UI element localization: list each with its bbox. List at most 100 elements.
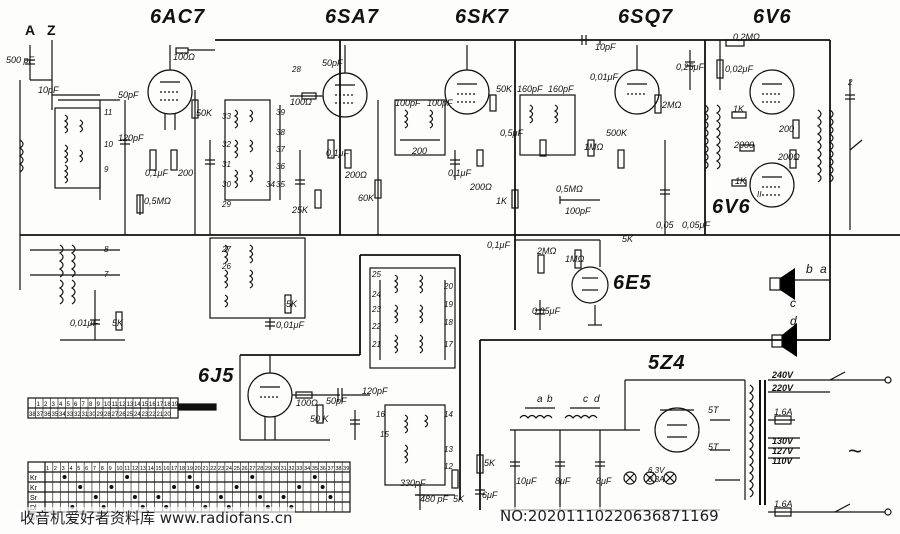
switch-number: 22 [372,322,381,331]
cap-001-osc: 0,01μF [276,320,304,330]
table-cell-text: Kr [30,485,38,492]
res-200-v2: 200Ω [345,170,367,180]
table-cell-text: 21 [202,466,208,472]
tube-label-6sq7: 6SQ7 [618,6,674,28]
table-cell-text: 30 [89,412,96,418]
cap-005a: 0,05 [656,220,674,230]
table-cell-text: 6 [74,402,78,408]
switch-number: 29 [222,200,231,209]
table-cell-text: 23 [218,466,224,472]
table-cell-text: 2 [54,466,57,472]
contact-dot [93,495,98,499]
watermark-left: 收音机爱好者资料库 www.radiofans.cn [18,507,295,528]
antenna-terminal: A [25,22,36,38]
tube-label-6sa7: 6SA7 [325,6,380,28]
contact-dot [78,485,83,489]
tube-label-6e5: 6E5 [613,272,652,294]
lamp-rating: 6,3V 0,3A [648,466,665,484]
mains-240v: 240V [772,370,794,380]
table-cell-text: 26 [119,412,126,418]
res-100-v2: 100Ω [290,97,312,107]
res-02m: 0,2MΩ [733,32,760,42]
contact-dot [62,475,67,479]
cap-01-v3: 0,1μF [448,168,471,178]
res-50k-v1: 50K [196,108,213,118]
table-cell-text: 17 [171,466,177,472]
switch-number: 31 [222,160,231,169]
switch-number: 16 [376,410,385,419]
table-cell-text: 22 [210,466,216,472]
table-cell-text: 18 [179,466,185,472]
switch-number: 18 [444,318,453,327]
cap-antenna: 500 pF [6,55,35,65]
table-cell-text: 15 [142,402,149,408]
contact-dot [234,485,239,489]
cap-160pf-b: 160pF [548,84,574,94]
res-500k: 500K [606,128,628,138]
table-cell-text: 20 [195,466,201,472]
cap-480pf: 480 pF [420,494,449,504]
res-1k: 1K [496,196,508,206]
res-200-v3: 200Ω [470,182,492,192]
switch-number: 19 [444,300,453,309]
res-5k-osc: 5K [286,299,298,309]
table-cell-text: 36 [320,466,326,472]
res-1k-b: 1K [735,176,747,186]
ground-terminal: Z [47,22,56,38]
table-cell-text: 14 [148,466,154,472]
table-cell-text: 23 [142,412,149,418]
table-cell-text: 13 [140,466,146,472]
table-cell-text: 35 [312,466,318,472]
switch-number: 24 [372,290,381,299]
cap-005b: 0,05μF [682,220,710,230]
cap-100pf-if2: 100pF [427,98,453,108]
res-25k: 25K [292,205,309,215]
tube-label-6v6-2-sup: II [757,190,762,199]
contact-dot [320,485,325,489]
table-cell-text: 25 [234,466,240,472]
res-50k-v3: 50K [496,84,513,94]
res-100-j5: 100Ω [296,398,318,408]
table-cell-text: 20 [164,412,171,418]
switch-number: 35 [276,180,285,189]
table-cell-text: 21 [157,412,164,418]
fuse-1: 1,6A [774,407,793,417]
contact-dot [218,495,223,499]
table-cell-text: 3 [62,466,65,472]
table-cell-text: 34 [59,412,66,418]
cap-6uf: 6μF [482,490,498,500]
table-cell-text: 36 [44,412,51,418]
tube-label-5z4: 5Z4 [648,352,686,374]
cap-50pf-j5: 50pF [326,396,347,406]
switch-number: 11 [104,108,113,117]
table-cell-text: 3 [52,402,56,408]
switch-number: 33 [222,112,231,121]
table-cell-text: 38 [29,412,36,418]
cap-5t: 5T [708,405,719,415]
contact-dot [187,475,192,479]
table-cell-text: 16 [149,402,156,408]
table-cell-text: 24 [134,412,141,418]
cap-10pf: 10pF [38,85,59,95]
speaker-terminal-a: a [820,262,827,276]
switch-number: 23 [372,305,381,314]
table-cell-text: 4 [69,466,72,472]
cap-50pf-a: 50pF [118,90,139,100]
switch-number: 7 [104,270,109,279]
contact-dot [281,495,286,499]
table-cell-text: 5 [67,402,71,408]
cap-10uf: 10μF [516,476,537,486]
table-cell-text: 24 [226,466,232,472]
cap-001-ant: 0,01μF [70,318,98,328]
table-cell-text: 38 [335,466,341,472]
table-cell-text: 26 [242,466,248,472]
mains-110v: 110V [772,456,793,466]
switch-number: 37 [276,145,285,154]
table-cell-text: 31 [281,466,287,472]
table-cell-text: 17 [157,402,164,408]
switch-number: 39 [276,108,285,117]
res-2m: 2MΩ [662,100,682,110]
cap-120pf: 120pF [118,133,144,143]
table-cell-text: 30 [273,466,279,472]
